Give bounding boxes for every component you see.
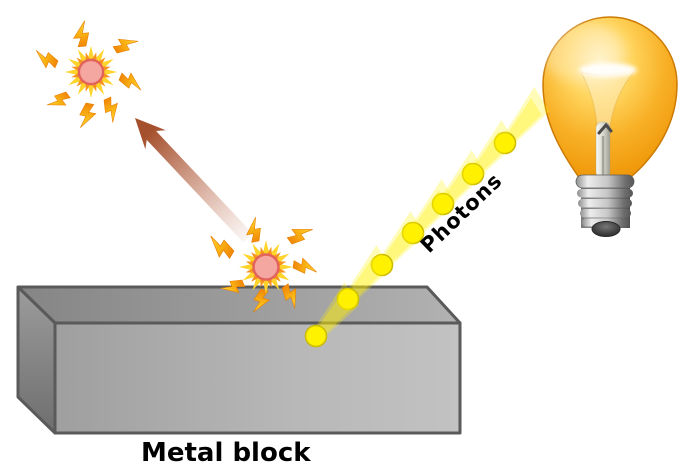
photon-beam	[304, 86, 550, 348]
photon-circle	[431, 192, 455, 216]
photon-circle	[401, 221, 425, 245]
photon-tail	[445, 161, 479, 203]
ejected-electron-spark	[31, 20, 146, 130]
photon-tail	[347, 245, 391, 300]
screw-ridge	[577, 189, 633, 198]
lightning-bolt-icon	[45, 88, 73, 115]
lightning-bolt-icon	[203, 233, 237, 263]
photon-tail	[507, 98, 542, 142]
photon-tail	[475, 131, 509, 173]
electron-arrow	[135, 118, 253, 243]
lightning-bolt-icon	[292, 257, 318, 275]
photon-circle	[493, 131, 517, 155]
photon-tail	[472, 120, 516, 175]
photon-tail	[415, 190, 449, 232]
lightning-bolt-icon	[77, 102, 98, 130]
bulb-screw-base	[575, 174, 635, 237]
photon-tail	[318, 293, 352, 335]
light-bulb	[541, 16, 678, 237]
base-contact	[591, 221, 621, 237]
photon	[401, 179, 456, 245]
screw-ridge	[578, 199, 632, 208]
photon-circle	[461, 162, 485, 186]
photon-tail	[504, 86, 550, 144]
lightning-bolt-icon	[284, 218, 315, 248]
bulb-filament	[597, 122, 613, 135]
photon-circle	[336, 287, 360, 311]
photon	[431, 150, 486, 216]
lightning-bolt-icon	[110, 30, 140, 57]
photon-tail	[384, 222, 418, 264]
block-front-face	[53, 321, 462, 435]
lightning-bolt-icon	[99, 94, 125, 124]
photon-tail	[315, 282, 359, 337]
photon	[370, 211, 425, 277]
photon	[493, 86, 550, 155]
photon-tail	[350, 256, 384, 298]
spark-burst-icon	[63, 44, 119, 100]
metal-block	[16, 285, 462, 435]
photon	[461, 120, 516, 186]
photon-tail	[412, 179, 456, 234]
photon	[336, 245, 391, 311]
screw-ridge	[580, 209, 631, 218]
metal-block-label: Metal block	[141, 438, 311, 468]
photon-circle	[304, 324, 328, 348]
lightning-bolt-icon	[117, 69, 146, 93]
photon	[304, 282, 359, 348]
lightning-bolt-icon	[70, 20, 91, 49]
photon-tail	[442, 150, 486, 205]
photon-circle	[370, 253, 394, 277]
bulb-highlight-band	[579, 63, 637, 77]
base-rim	[575, 174, 635, 189]
photon-tail	[381, 211, 425, 266]
lightning-bolt-icon	[31, 48, 60, 72]
